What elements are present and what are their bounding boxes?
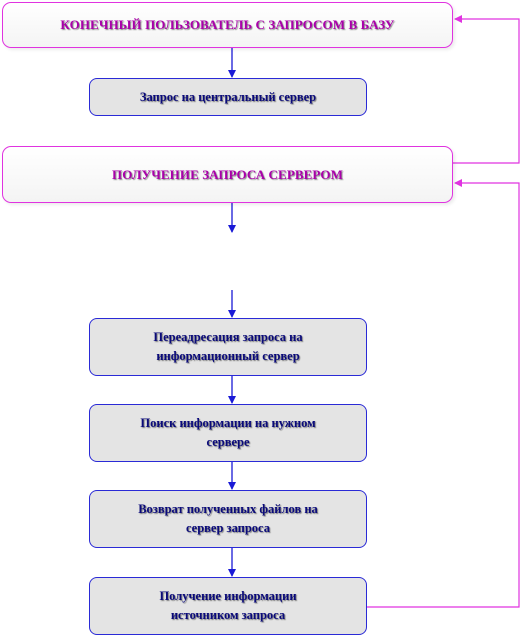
- node-search-info-label: Поиск информации на нужном сервере: [140, 416, 316, 449]
- node-readdress: Переадресация запроса на информационный …: [89, 318, 367, 376]
- node-server-receive-label: ПОЛУЧЕНИЕ ЗАПРОСА СЕРВЕРОМ: [112, 166, 343, 182]
- node-source-receive: Получение информации источником запроса: [89, 577, 367, 635]
- loop-server-to-end-user: [453, 15, 520, 164]
- node-return-files-label: Возврат полученных файлов на сервер запр…: [138, 502, 318, 535]
- node-server-receive: ПОЛУЧЕНИЕ ЗАПРОСА СЕРВЕРОМ: [2, 146, 453, 203]
- node-request-central-label: Запрос на центральный сервер: [139, 89, 317, 104]
- node-end-user: КОНЕЧНЫЙ ПОЛЬЗОВАТЕЛЬ С ЗАПРОСОМ В БАЗУ: [2, 2, 453, 48]
- node-readdress-label: Переадресация запроса на информационный …: [153, 330, 303, 363]
- node-end-user-label: КОНЕЧНЫЙ ПОЛЬЗОВАТЕЛЬ С ЗАПРОСОМ В БАЗУ: [60, 17, 395, 32]
- node-source-receive-label: Получение информации источником запроса: [159, 589, 297, 622]
- loop-source-to-server: [367, 179, 520, 608]
- node-return-files: Возврат полученных файлов на сервер запр…: [89, 490, 367, 548]
- node-search-info: Поиск информации на нужном сервере: [89, 404, 367, 462]
- node-request-central: Запрос на центральный сервер: [89, 78, 367, 116]
